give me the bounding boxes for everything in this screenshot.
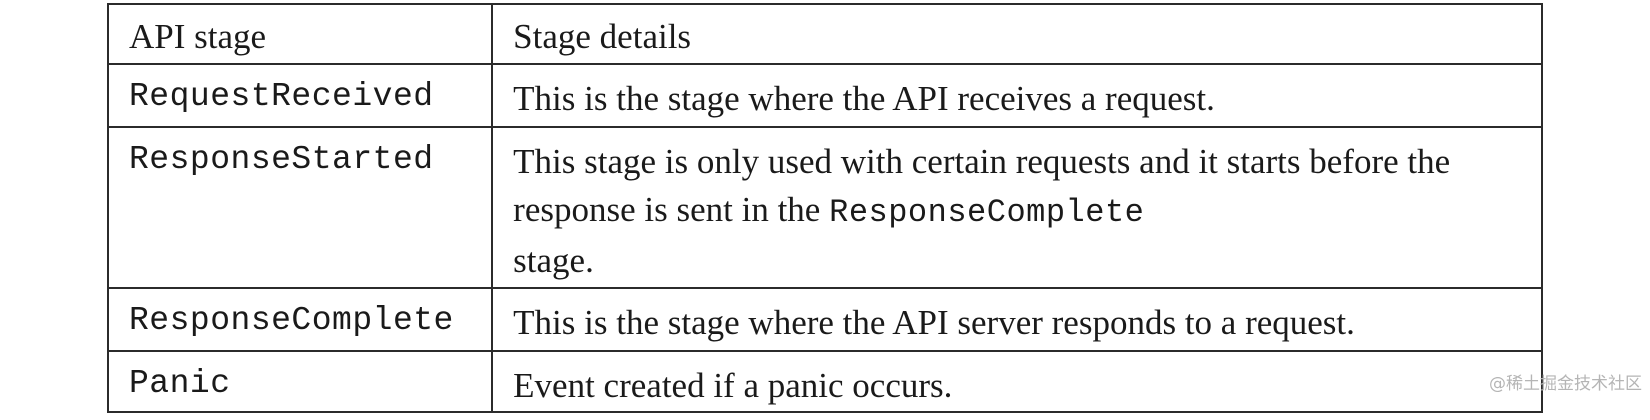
stage-name: Panic [106,350,494,413]
header-stage-details: Stage details [491,3,1543,65]
table-row: RequestReceived This is the stage where … [106,63,1543,128]
stage-name: ResponseStarted [106,126,494,289]
watermark: @稀土掘金技术社区 [1489,374,1642,394]
header-api-stage: API stage [106,3,494,65]
table-row: ResponseStarted This stage is only used … [106,126,1543,289]
table-header-row: API stage Stage details [106,3,1543,65]
stage-details: This is the stage where the API server r… [491,287,1543,352]
stage-details: This stage is only used with certain req… [491,126,1543,289]
stage-details: Event created if a panic occurs. [491,350,1543,413]
table-row: ResponseComplete This is the stage where… [106,287,1543,352]
stage-name: ResponseComplete [106,287,494,352]
table-row: Panic Event created if a panic occurs. [106,350,1543,413]
stage-details-text-end: stage. [513,241,594,280]
stage-name: RequestReceived [106,63,494,128]
api-stages-table: API stage Stage details RequestReceived … [106,3,1543,413]
stage-details-code: ResponseComplete [829,194,1145,231]
stage-details-text: This stage is only used with certain req… [513,142,1451,229]
stage-details: This is the stage where the API receives… [491,63,1543,128]
